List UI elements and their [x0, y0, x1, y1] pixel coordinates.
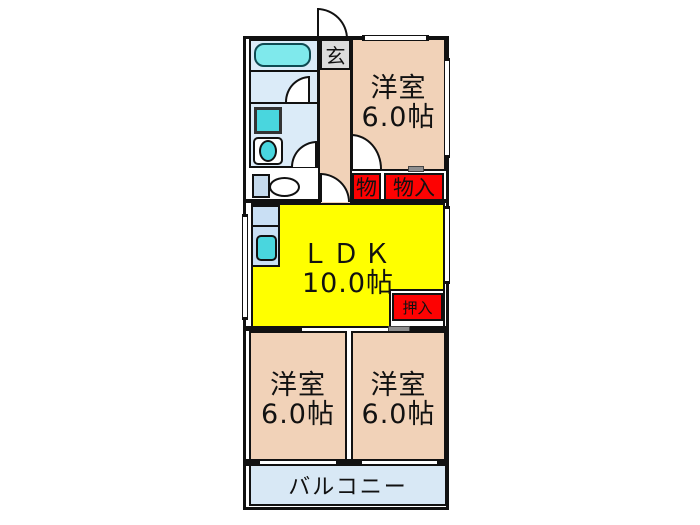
entrance-door-swing-icon — [317, 8, 348, 39]
window-left — [242, 214, 248, 320]
room-size: 10.0帖 — [301, 268, 395, 299]
room-western-bottom-right-label: 洋室 6.0帖 — [351, 371, 446, 429]
storage-mono: 物 — [352, 173, 381, 201]
wall-segment — [437, 459, 449, 466]
room-western-bottom-left — [249, 331, 347, 461]
room-western-top-label: 洋室 6.0帖 — [351, 74, 446, 132]
wall-segment — [351, 199, 449, 203]
storage-monoiri-label: 物入 — [393, 176, 435, 200]
sliding-door-track — [408, 166, 424, 172]
room-name: 洋室 — [370, 73, 427, 104]
window-top — [362, 35, 429, 41]
balcony: バルコニー — [249, 464, 447, 506]
entrance-label: 玄 — [325, 44, 346, 68]
toilet-cistern-icon — [252, 174, 270, 198]
room-western-bottom-left-label: 洋室 6.0帖 — [249, 371, 347, 429]
storage-mono-label: 物 — [356, 176, 377, 200]
washing-machine-icon — [254, 107, 282, 134]
window-right-lower — [444, 206, 450, 284]
room-ldk-label: ＬＤＫ 10.0帖 — [251, 240, 445, 298]
room-size: 6.0帖 — [361, 399, 436, 430]
room-size: 6.0帖 — [361, 102, 436, 133]
wall-segment — [244, 459, 260, 466]
room-name: 洋室 — [370, 370, 427, 401]
room-size: 6.0帖 — [261, 399, 335, 430]
bathtub-icon — [254, 43, 311, 67]
entrance-genkan: 玄 — [320, 39, 351, 70]
room-name: 洋室 — [270, 370, 326, 401]
wall-segment — [336, 459, 362, 466]
wall-segment — [244, 199, 321, 203]
window-right-upper — [444, 58, 450, 158]
kitchen-counter — [251, 205, 280, 227]
wall-segment — [410, 326, 449, 331]
storage-oshiire: 押入 — [392, 293, 443, 321]
kitchen-sink-icon — [256, 235, 277, 261]
wall-segment — [244, 326, 302, 331]
storage-monoiri: 物入 — [384, 173, 444, 201]
storage-oshiire-label: 押入 — [402, 298, 433, 317]
room-name: ＬＤＫ — [301, 239, 395, 270]
balcony-label: バルコニー — [288, 475, 408, 500]
washbasin-bowl-icon — [259, 140, 277, 162]
room-western-bottom-right — [351, 331, 446, 461]
toilet-bowl-icon — [269, 177, 300, 197]
